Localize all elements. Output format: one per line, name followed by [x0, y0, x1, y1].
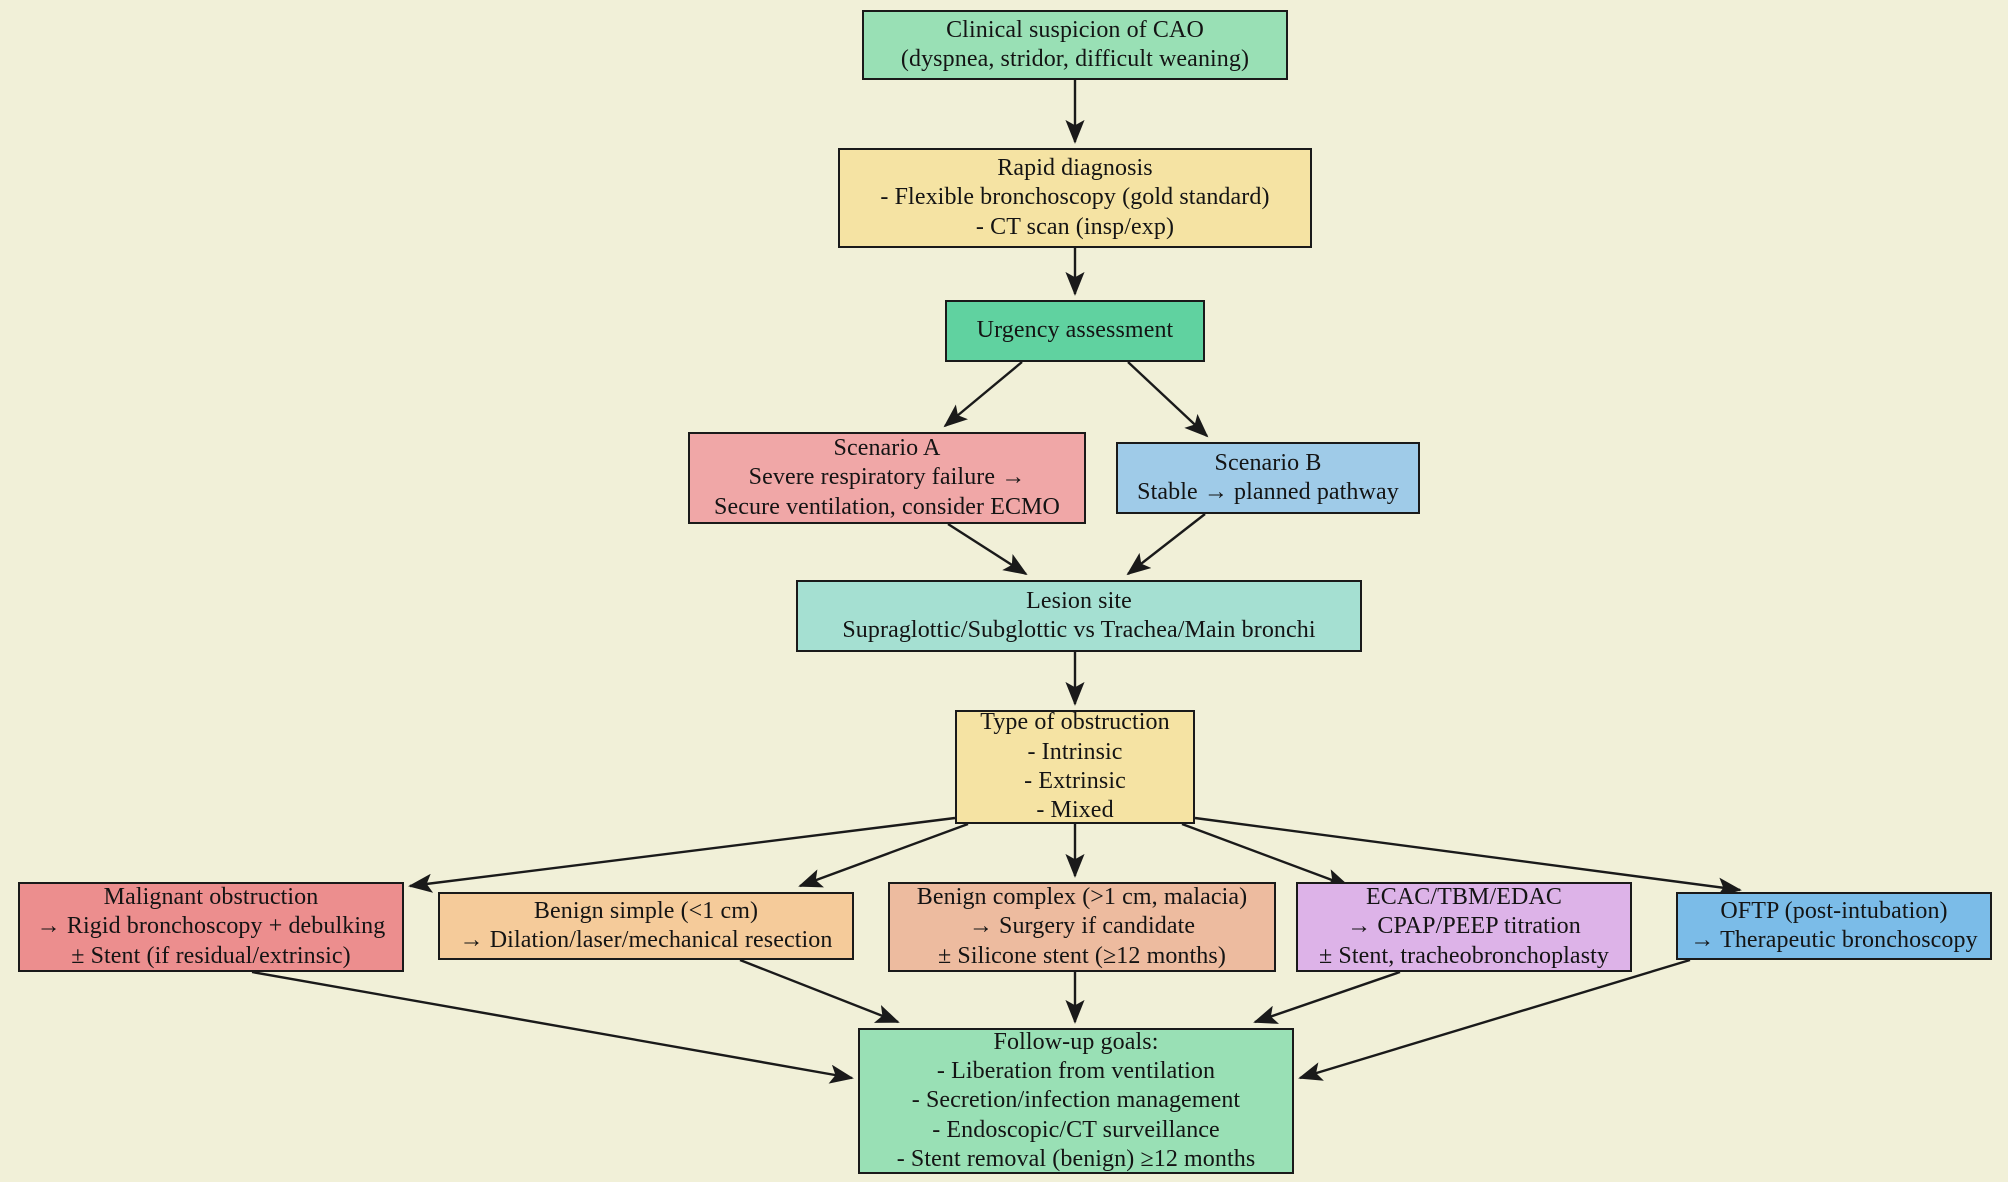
node-text-line: Benign simple (<1 cm)	[533, 897, 759, 924]
node-text-line: → Rigid bronchoscopy + debulking	[36, 913, 386, 940]
node-text-line: Clinical suspicion of CAO	[946, 16, 1204, 43]
benign-complex-node[interactable]: Benign complex (>1 cm, malacia)→ Surgery…	[888, 882, 1276, 972]
edge-type-to-oftp	[1194, 816, 1742, 897]
node-text-line: - Endoscopic/CT surveillance	[932, 1116, 1220, 1143]
follow-up-goals-node[interactable]: Follow-up goals: - Liberation from ventil…	[858, 1028, 1294, 1174]
scenario-b-node[interactable]: Scenario B Stable → planned pathway	[1116, 442, 1420, 514]
node-text-line: ECAC/TBM/EDAC	[1366, 884, 1562, 911]
node-text-line: - Secretion/infection management	[911, 1087, 1241, 1114]
node-text-line: ± Stent, tracheobronchoplasty	[1319, 942, 1609, 969]
node-text-line: Follow-up goals:	[993, 1028, 1159, 1055]
node-text-line: ± Stent (if residual/extrinsic)	[71, 942, 351, 969]
node-text-line: OFTP (post-intubation)	[1720, 897, 1948, 924]
node-text-line: Severe respiratory failure →	[748, 464, 1026, 491]
edge-scenario-b-to-lesion	[1126, 513, 1206, 576]
rapid-diagnosis-node[interactable]: Rapid diagnosis- Flexible bronchoscopy (…	[838, 148, 1312, 248]
benign-simple-node[interactable]: Benign simple (<1 cm) → Dilation/laser/me…	[438, 892, 854, 960]
node-text-line: - CT scan (insp/exp)	[975, 213, 1175, 240]
node-text-line: (dyspnea, stridor, difficult weaning)	[900, 46, 1250, 72]
node-text-line: → Therapeutic bronchoscopy	[1690, 927, 1978, 953]
edge-ecac-to-followup	[1253, 970, 1401, 1024]
edge-type-to-benign-simple	[798, 822, 969, 888]
node-text-line: Stable → planned pathway	[1137, 479, 1399, 505]
node-text-line: - Mixed	[1036, 797, 1114, 824]
edge-scenario-a-to-lesion	[947, 522, 1028, 576]
edge-type-to-malignant	[408, 816, 956, 893]
clinical-suspicion-node[interactable]: Clinical suspicion of CAO (dyspnea, strid…	[862, 10, 1288, 80]
node-text-line: - Flexible bronchoscopy (gold standard)	[880, 184, 1270, 211]
node-text-line: Supraglottic/Subglottic vs Trachea/Main …	[842, 617, 1316, 643]
edge-urgency-to-scenario-a	[943, 361, 1023, 428]
node-text-line: Type of obstruction	[980, 709, 1170, 736]
edge-urgency-to-scenario-b	[1127, 361, 1209, 438]
node-text-line: Urgency assessment	[976, 317, 1174, 344]
node-text-line: - Intrinsic	[1027, 738, 1123, 765]
node-text-line: → Dilation/laser/mechanical resection	[459, 927, 833, 953]
node-text-line: ± Silicone stent (≥12 months)	[938, 942, 1226, 969]
node-text-line: Malignant obstruction	[103, 884, 319, 911]
node-text-line: Secure ventilation, consider ECMO	[714, 493, 1060, 520]
node-text-line: Rapid diagnosis	[997, 155, 1153, 182]
urgency-assessment-node[interactable]: Urgency assessment	[945, 300, 1205, 362]
edge-benign-simple-to-followup	[739, 958, 900, 1024]
node-text-line: Benign complex (>1 cm, malacia)	[916, 884, 1248, 911]
node-text-line: Scenario B	[1214, 449, 1322, 476]
edge-oftp-to-followup	[1298, 958, 1691, 1081]
node-text-line: Scenario A	[833, 435, 941, 462]
node-text-line: → Surgery if candidate	[968, 913, 1196, 940]
edge-type-to-ecac	[1181, 822, 1350, 888]
ecac-tbm-edac-node[interactable]: ECAC/TBM/EDAC→ CPAP/PEEP titration± Sten…	[1296, 882, 1632, 972]
type-of-obstruction-node[interactable]: Type of obstruction- Intrinsic - Extrinsi…	[955, 709, 1195, 824]
node-text-line: Lesion site	[1026, 587, 1132, 614]
malignant-obstruction-node[interactable]: Malignant obstruction→ Rigid bronchoscop…	[18, 882, 404, 972]
edge-malignant-to-followup	[251, 970, 854, 1084]
oftp-node[interactable]: OFTP (post-intubation) → Therapeutic bron…	[1676, 892, 1992, 960]
node-text-line: → CPAP/PEEP titration	[1347, 913, 1581, 940]
node-text-line: - Liberation from ventilation	[936, 1058, 1216, 1085]
node-text-line: - Extrinsic	[1024, 768, 1126, 794]
node-text-line: - Stent removal (benign) ≥12 months	[896, 1145, 1256, 1172]
